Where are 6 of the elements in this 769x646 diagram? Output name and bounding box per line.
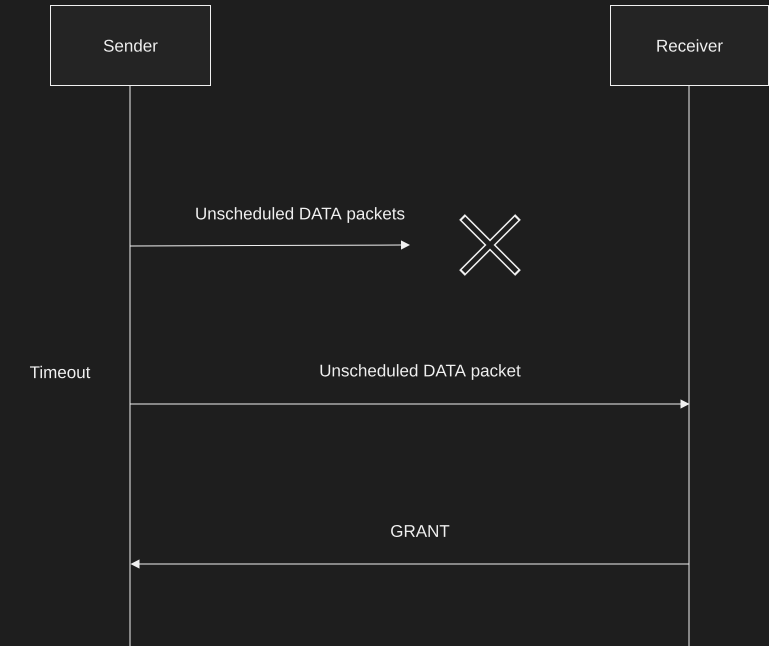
edge-label: GRANT: [389, 524, 451, 538]
participant-box: Receiver: [610, 5, 769, 86]
note-label: Timeout: [30, 366, 90, 378]
participant-box: Sender: [50, 5, 211, 86]
edge-label: Unscheduled DATA packet: [318, 363, 522, 381]
edge-label: Unscheduled DATA packets: [194, 206, 406, 224]
